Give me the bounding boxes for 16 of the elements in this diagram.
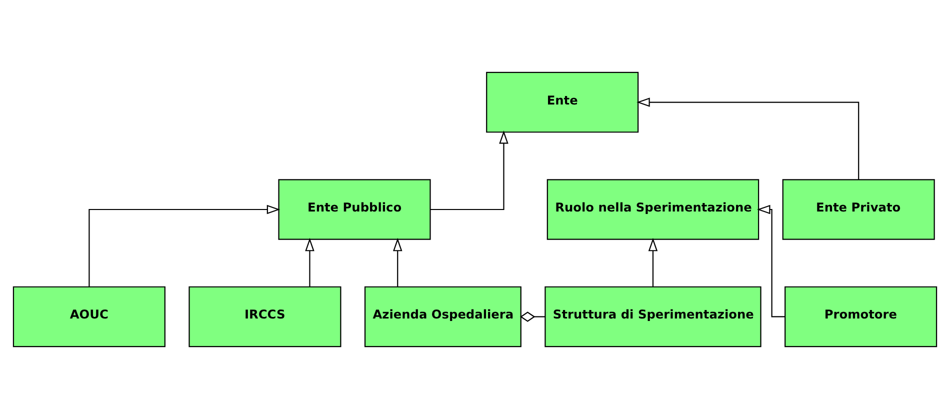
arrow (392, 237, 402, 286)
node-box: Ente (486, 71, 639, 132)
node-box: Promotore (784, 286, 938, 347)
node-box: Azienda Ospedaliera (364, 286, 522, 347)
node-box: Struttura di Sperimentazione (544, 286, 762, 347)
arrow (430, 130, 508, 210)
node-box: AOUC (12, 286, 166, 347)
arrow (648, 237, 658, 286)
node-box: Ente Pubblico (278, 178, 431, 240)
connector (520, 311, 546, 322)
node-box: Ente Privato (782, 178, 935, 240)
arrow (305, 237, 314, 286)
node-box: Ruolo nella Sperimentazione (546, 178, 760, 240)
arrow (636, 97, 860, 180)
node-box: IRCCS (188, 286, 342, 347)
arrow (88, 204, 280, 286)
